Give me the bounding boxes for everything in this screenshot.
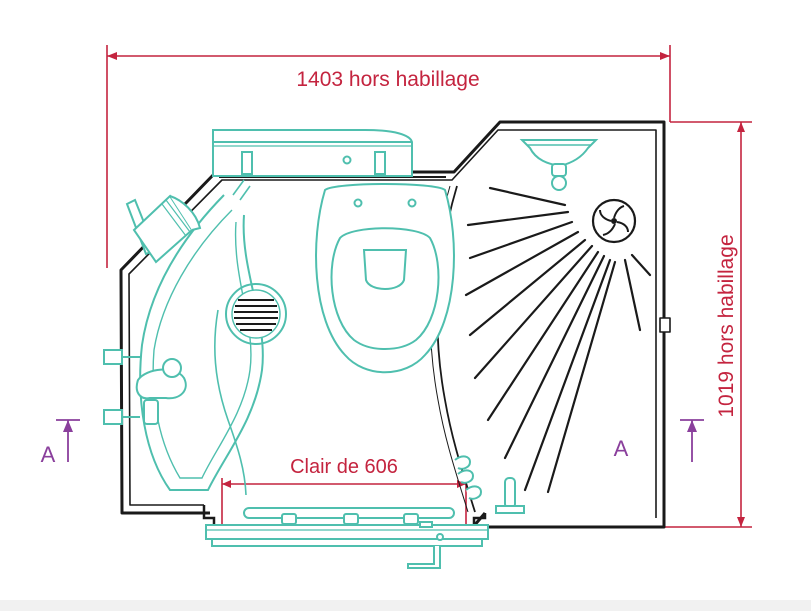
shower-head — [519, 139, 599, 191]
clear-arrow-right — [457, 480, 466, 488]
shower-controls — [454, 455, 525, 514]
section-label-left: A — [41, 442, 56, 467]
toilet — [315, 183, 455, 374]
faucet — [103, 349, 187, 425]
wall-cabinet — [125, 194, 202, 264]
wall-latch — [659, 317, 671, 333]
ventilation-fan-icon — [591, 198, 637, 244]
section-mark-right — [680, 419, 704, 462]
outer-wall — [119, 120, 666, 529]
width-label: 1403 hors habillage — [296, 68, 479, 91]
floor-drain-icon — [225, 283, 287, 345]
door-frame — [202, 505, 487, 524]
inner-wall — [128, 129, 657, 518]
width-dimension — [106, 45, 671, 268]
section-label-right: A — [614, 436, 629, 461]
top-cabinet — [212, 129, 413, 177]
clear-arrow-left — [222, 480, 231, 488]
height-arrow-top — [737, 122, 745, 132]
height-label: 1019 hors habillage — [715, 234, 738, 417]
height-dimension — [663, 121, 752, 528]
bottom-scroll-strip — [0, 600, 811, 611]
width-arrow-left — [107, 52, 117, 60]
width-arrow-right — [660, 52, 670, 60]
clear-dimension — [221, 478, 467, 526]
shower-slope-lines — [464, 186, 652, 494]
section-mark-left — [56, 419, 80, 462]
door-threshold — [205, 507, 489, 569]
height-arrow-bottom — [737, 517, 745, 527]
clear-label: Clair de 606 — [290, 456, 398, 478]
